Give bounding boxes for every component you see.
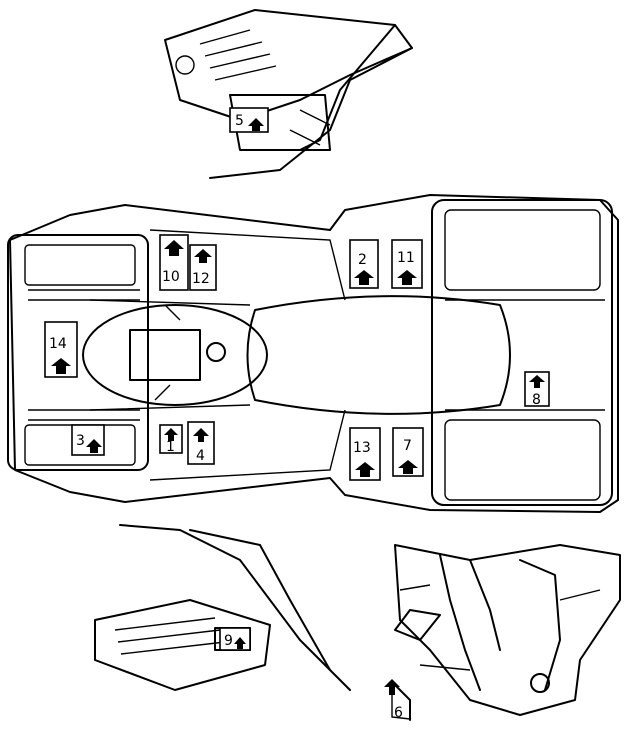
label-11: 11 (391, 239, 423, 289)
label-2-number: 2 (358, 252, 367, 268)
label-13: 13 (349, 427, 381, 481)
label-11-number: 11 (397, 250, 415, 266)
label-12: 12 (189, 244, 217, 291)
label-8: 8 (524, 371, 550, 408)
label-1: 1 (159, 424, 183, 455)
label-8-number: 8 (532, 392, 541, 408)
label-3-number: 3 (76, 433, 85, 449)
label-9-number: 9 (224, 633, 233, 649)
label-14: 14 (44, 321, 78, 378)
label-7-number: 7 (403, 438, 412, 454)
label-10: 10 (159, 234, 189, 291)
label-14-number: 14 (49, 336, 67, 352)
label-5: 5 (229, 107, 269, 133)
label-12-number: 12 (192, 271, 210, 287)
label-7: 7 (392, 427, 424, 477)
label-10-number: 10 (162, 269, 180, 285)
label-4-number: 4 (196, 448, 205, 464)
engine-detail-view (394, 544, 621, 721)
bottom-fender-view (94, 524, 351, 691)
top-fender-view (164, 9, 413, 179)
label-5-number: 5 (235, 113, 244, 129)
label-4: 4 (187, 421, 215, 465)
label-3: 3 (71, 424, 105, 456)
label-6: 6 (384, 679, 411, 721)
label-2: 2 (349, 239, 379, 289)
label-1-number: 1 (166, 439, 175, 455)
vehicle-body (7, 194, 619, 513)
label-6-number: 6 (394, 705, 403, 721)
label-9: 9 (219, 627, 251, 651)
label-13-number: 13 (353, 440, 371, 456)
